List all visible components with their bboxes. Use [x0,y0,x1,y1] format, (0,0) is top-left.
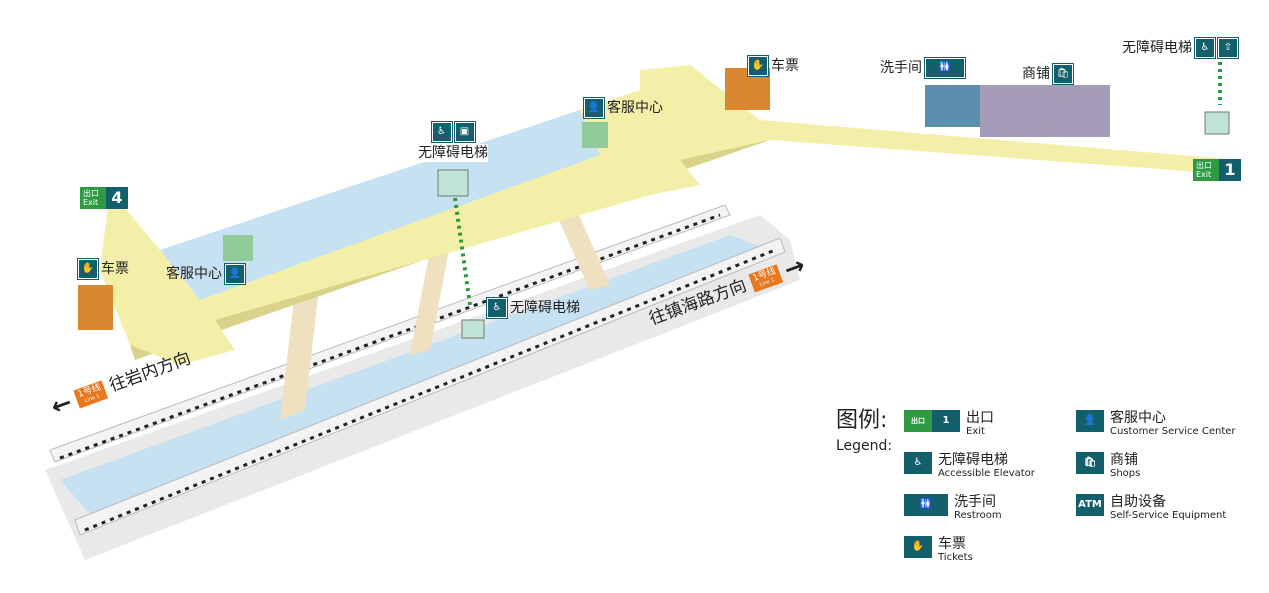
elevator [1204,111,1230,135]
platform-floor [60,235,770,520]
elevator-label-right: 无障碍电梯♿⇧ [1122,37,1239,59]
label-text: 客服中心 [607,100,663,116]
service-center-icon: 👤 [224,263,246,285]
pillar [280,280,320,420]
elevator-label-platform: ♿无障碍电梯 [486,297,580,319]
label-text: 客服中心 [166,266,222,282]
exit-green-tag: 出口 [904,410,932,432]
label-text: 商铺 [1022,66,1050,82]
service-center-icon: 👤 [583,97,605,119]
label-text: 无障碍电梯 [1122,40,1192,56]
ticket-label-left: ✋车票 [77,258,129,280]
ticket-machine [78,285,113,330]
shops-label: 商铺🛍 [1022,63,1074,85]
elevator [461,319,485,339]
concourse-hall [160,110,600,300]
exit-number: 1 [1219,159,1241,181]
exit-icon: 1 [932,410,960,432]
atm-icon: ATM [1076,494,1104,516]
ticket-icon: ✋ [77,258,99,280]
ticket-label-top: ✋车票 [747,55,799,77]
shop-block [980,85,1110,137]
restroom-label: 洗手间🚻 [880,57,966,79]
escalator-icon: ⇧ [1217,37,1239,59]
shop-icon: 🛍 [1052,63,1074,85]
ticket-icon: ✋ [747,55,769,77]
label-text: 车票 [101,261,129,277]
elevator-icon: ♿ [430,121,453,143]
service-center-label-left: 客服中心👤 [166,263,246,285]
concourse-floor [100,65,1240,365]
stairs [410,245,450,355]
service-center-icon: 👤 [1076,410,1104,432]
label-text: 洗手间 [880,60,922,76]
elevator-icon: ♿ [904,452,932,474]
legend-title: 图例: [836,408,888,433]
elevator-icon: ♿ [1194,37,1216,59]
shop-icon: 🛍 [1076,452,1104,474]
service-center-label-top: 👤客服中心 [583,97,663,119]
elevator-icon: ♿ [486,297,508,319]
legend-subtitle: Legend: [836,438,893,454]
elevator-label-center: ♿▣无障碍电梯 [418,121,488,162]
label-text: 无障碍电梯 [510,300,580,316]
service-booth [582,122,608,148]
label-text: 无障碍电梯 [418,144,488,162]
label-text: 车票 [771,58,799,74]
train-upper [49,204,731,463]
train-windows [59,213,721,460]
elevator [437,169,469,197]
metro-icon: ▣ [453,121,476,143]
restroom-block [925,85,980,127]
service-booth [223,235,253,261]
train-windows [84,248,776,532]
restroom-icon: 🚻 [924,57,966,79]
ticket-icon: ✋ [904,536,932,558]
exit-number: 4 [106,187,128,209]
restroom-icon: 🚻 [904,494,948,516]
